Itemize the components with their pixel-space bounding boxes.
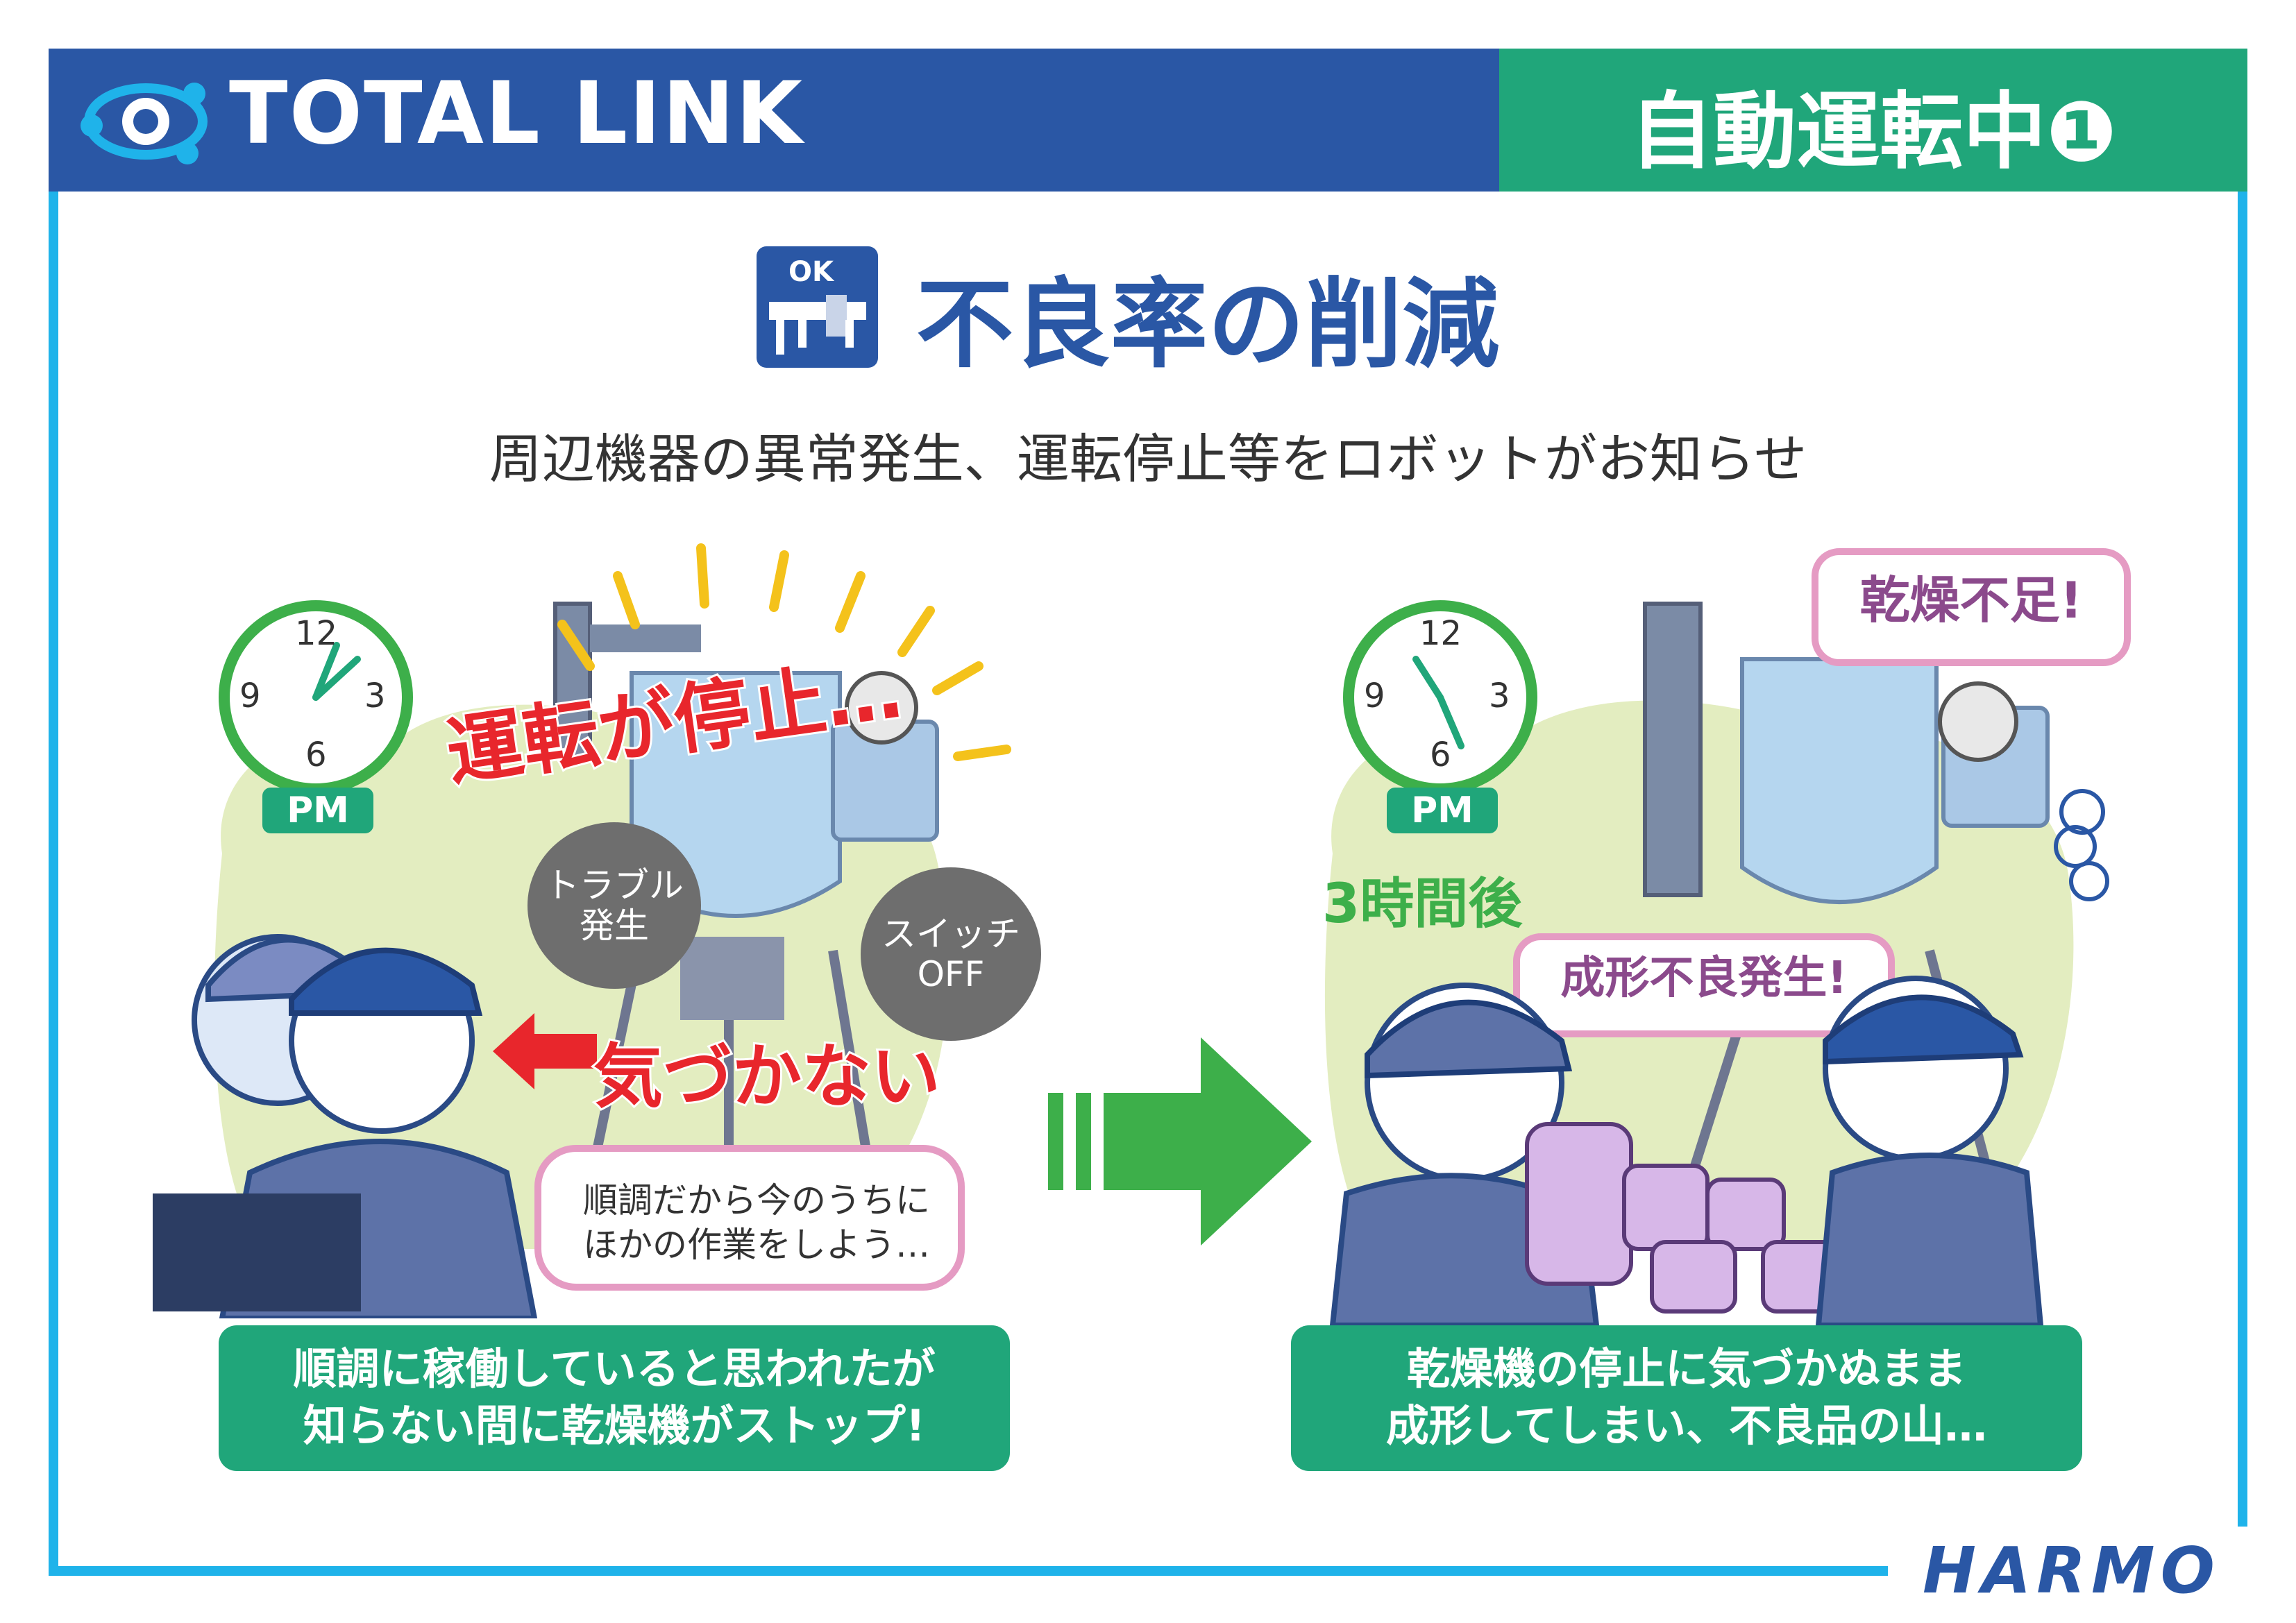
status-title: 自動運転中❶ <box>1630 84 2117 180</box>
caption-left-line1: 順調に稼働していると思われたが <box>293 1343 936 1394</box>
header-bar <box>49 49 1499 192</box>
total-link-logo-icon <box>81 83 208 164</box>
ok-label: OK <box>788 256 834 288</box>
clock-left-6: 6 <box>305 736 327 774</box>
clock-left-3: 3 <box>364 677 386 715</box>
clock-left-9: 9 <box>239 677 261 715</box>
clock-left-period: PM <box>262 788 373 833</box>
caption-left-line2: 知らない間に乾燥機がストップ! <box>303 1400 926 1451</box>
frustration-scribble-icon <box>2054 789 2109 901</box>
bubble-switch: スイッチ OFF <box>861 867 1041 1041</box>
bubble-trouble: トラブル 発生 <box>527 822 701 989</box>
alert-rays-icon <box>557 543 1011 761</box>
clock-right-9: 9 <box>1364 677 1385 715</box>
bubble-switch-line1: スイッチ <box>881 914 1020 954</box>
bubble-trouble-line2: 発生 <box>580 906 649 946</box>
caption-right: 乾燥機の停止に気づかぬまま 成形してしまい、不良品の山… <box>1291 1325 2082 1471</box>
caption-left: 順調に稼働していると思われたが 知らない間に乾燥機がストップ! <box>219 1325 1010 1471</box>
page-title: 不良率の削減 <box>916 269 1500 382</box>
footer-logo-area <box>1888 1527 2263 1610</box>
harmo-logo: HARMO <box>1923 1533 2220 1608</box>
red-arrow-icon <box>493 1013 597 1089</box>
caption-right-line2: 成形してしまい、不良品の山… <box>1385 1400 1988 1451</box>
clock-left-12: 12 <box>295 614 338 653</box>
dry-short-bubble: 乾燥不足! <box>1812 548 2131 666</box>
page-subtitle: 周辺機器の異常発生、運転停止等をロボットがお知らせ <box>489 428 1807 490</box>
brand-name: TOTAL LINK <box>229 64 804 164</box>
clock-right-3: 3 <box>1489 677 1510 715</box>
caption-right-line1: 乾燥機の停止に気づかぬまま <box>1406 1343 1966 1394</box>
bubble-trouble-line1: トラブル <box>545 865 684 906</box>
three-hours-later: 3時間後 <box>1322 873 1523 935</box>
unnoticed-text: 気づかない <box>591 1034 943 1119</box>
clock-right-period: PM <box>1387 788 1498 833</box>
defect-bubble: 成形不良発生! <box>1513 933 1895 1037</box>
worker-left-illustration <box>153 934 538 1318</box>
transition-arrow-icon <box>1048 1037 1312 1246</box>
thought-line1: 順調だから今のうちに <box>583 1180 930 1221</box>
thought-line2: ほかの作業をしよう… <box>583 1225 930 1265</box>
workers-right-illustration <box>1329 976 2044 1325</box>
thought-bubble: 順調だから今のうちに ほかの作業をしよう… <box>534 1145 965 1291</box>
clock-right-6: 6 <box>1430 736 1451 774</box>
status-banner <box>1499 49 2247 192</box>
caliper-icon: OK <box>757 246 878 368</box>
clock-right-12: 12 <box>1419 614 1462 653</box>
bubble-switch-line2: OFF <box>917 954 985 994</box>
